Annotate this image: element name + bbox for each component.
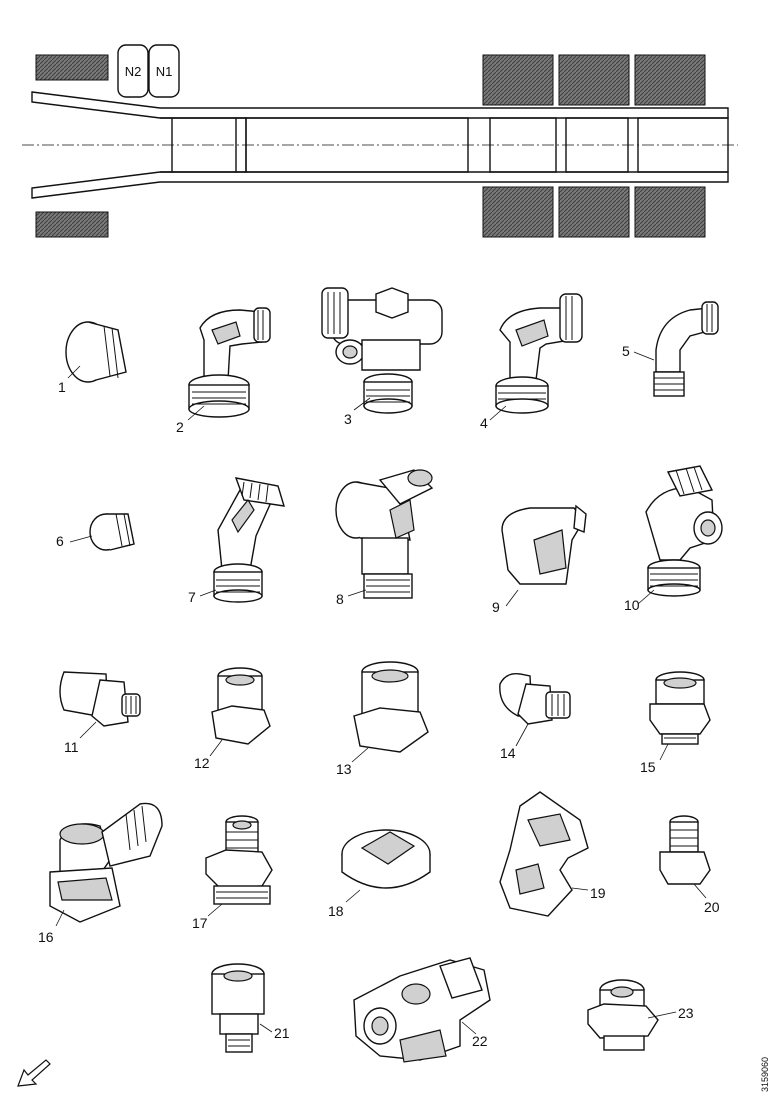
- part-number: 17: [192, 915, 208, 931]
- chassis-schematic: N2 N1: [22, 44, 738, 238]
- arrow-down-left-icon: [17, 1059, 51, 1087]
- tank-n1: N1: [148, 44, 180, 98]
- fitting-23-pushin: [587, 979, 659, 1051]
- fitting-12-nipple: [211, 667, 271, 745]
- position-block: [35, 54, 109, 81]
- part-number: 12: [194, 755, 210, 771]
- part-number: 19: [590, 885, 606, 901]
- fitting-18-ring: [341, 829, 431, 889]
- fitting-9-elbow: [501, 504, 587, 585]
- part-number: 9: [492, 599, 500, 615]
- tank-label: N2: [125, 64, 142, 79]
- part-number: 10: [624, 597, 640, 613]
- position-block: [634, 54, 706, 106]
- fitting-15-adaptor: [649, 671, 711, 745]
- position-block: [35, 211, 109, 238]
- part-number-labels: 1 2 3 4 5 6 7 8 9 10 11 12 13 14 15 16 1…: [38, 343, 720, 1049]
- fitting-8-y: [335, 469, 434, 599]
- leader-lines: [55, 351, 707, 1035]
- part-number: 13: [336, 761, 352, 777]
- fitting-13-nipple: [353, 661, 429, 753]
- part-number: 23: [678, 1005, 694, 1021]
- part-number: 3: [344, 411, 352, 427]
- fitting-19-valve: [499, 791, 589, 917]
- fitting-1-plug: [65, 321, 127, 383]
- part-number: 2: [176, 419, 184, 435]
- tank-label: N1: [156, 64, 173, 79]
- part-number: 8: [336, 591, 344, 607]
- position-block: [634, 186, 706, 238]
- part-number: 1: [58, 379, 66, 395]
- position-block: [558, 186, 630, 238]
- fitting-21-pushin: [211, 963, 265, 1053]
- part-number: 21: [274, 1025, 290, 1041]
- fitting-17-pushin: [205, 815, 273, 905]
- fitting-14-union: [499, 673, 571, 725]
- part-number: 16: [38, 929, 54, 945]
- tank-n2: N2: [117, 44, 149, 98]
- position-block: [482, 54, 554, 106]
- fitting-22-manifold: [353, 957, 491, 1063]
- reference-code: 3159060: [760, 1057, 770, 1092]
- fitting-5-elbow: [653, 301, 719, 397]
- position-block: [482, 186, 554, 238]
- fitting-3-tee: [321, 287, 443, 414]
- position-block: [558, 54, 630, 106]
- part-number: 6: [56, 533, 64, 549]
- part-number: 11: [64, 739, 79, 755]
- fitting-2-elbow: [188, 307, 271, 418]
- fitting-4-elbow: [495, 293, 583, 414]
- fitting-10-banjo: [645, 465, 723, 597]
- part-number: 22: [472, 1033, 488, 1049]
- part-number: 4: [480, 415, 488, 431]
- fitting-20-adaptor: [659, 815, 711, 885]
- part-number: 18: [328, 903, 344, 919]
- part-number: 5: [622, 343, 630, 359]
- fitting-11-union: [59, 671, 141, 727]
- part-number: 14: [500, 745, 516, 761]
- part-number: 20: [704, 899, 720, 915]
- part-number: 15: [640, 759, 656, 775]
- fitting-7-angled: [213, 477, 285, 603]
- fitting-6-plug: [89, 513, 135, 551]
- part-number: 7: [188, 589, 196, 605]
- fitting-16-angled: [49, 802, 163, 923]
